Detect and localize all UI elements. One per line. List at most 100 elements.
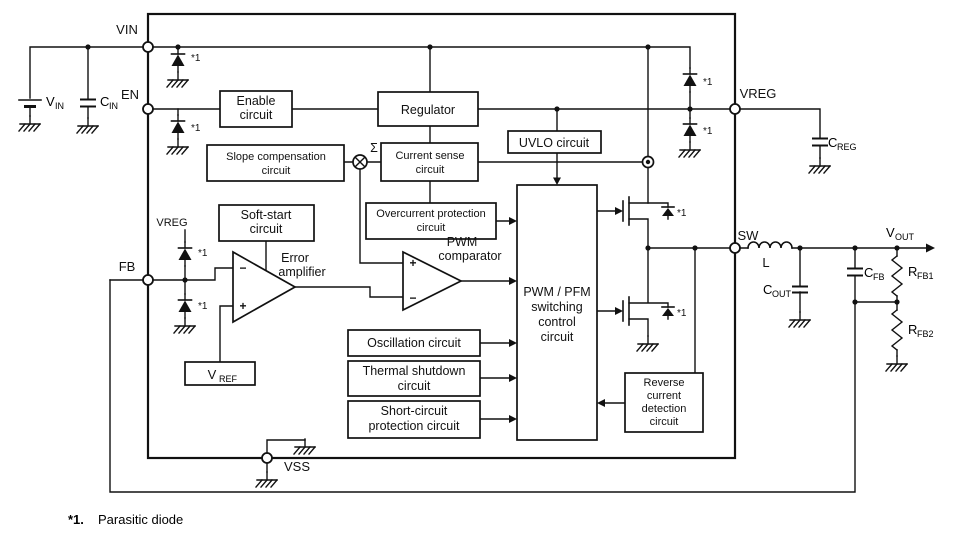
vreg-rail-label: VREG [156, 217, 187, 229]
parasitic-ref: *1 [191, 123, 201, 134]
block-label: circuit [262, 165, 291, 177]
creg-label: C [828, 135, 837, 150]
reverse-current-detection-block: Reverse current detection circuit [624, 372, 704, 433]
oscillation-circuit-block: Oscillation circuit [347, 329, 481, 357]
cin-label-sub: IN [109, 101, 118, 111]
block-label: current [647, 390, 681, 402]
rfb2-resistor-symbol [890, 309, 904, 351]
block-label: Reverse [644, 377, 685, 389]
vin-source-symbol [18, 99, 42, 108]
block-label: detection [642, 403, 687, 415]
vin-source-label: V [46, 94, 55, 109]
cout-label: C [763, 282, 772, 297]
minus-sign: − [409, 291, 416, 305]
regulator-block: Regulator [377, 91, 479, 127]
ground-icon [76, 117, 99, 134]
enable-circuit-block: Enable circuit [219, 90, 293, 128]
high-side-mosfet-symbol [622, 196, 675, 226]
low-side-mosfet-symbol [622, 296, 675, 326]
footnote-ref: *1. [68, 512, 84, 527]
block-label: control [538, 315, 576, 329]
parasitic-diode-icon [177, 241, 193, 267]
block-label: Slope compensation [226, 151, 326, 163]
block-label: V [208, 367, 217, 382]
parasitic-diode-icon [682, 117, 698, 143]
pwm-comparator-symbol: + − [402, 250, 463, 312]
vout-label-sub: OUT [895, 232, 915, 242]
signal-arrows [509, 177, 935, 423]
component-labels: V IN C IN C REG L C OUT C FB R FB1 R FB2… [46, 94, 934, 339]
plus-sign: + [409, 256, 416, 270]
block-label: Soft-start [241, 208, 292, 222]
block-label: Thermal shutdown [363, 364, 466, 378]
sw-pin-label: SW [738, 228, 760, 243]
block-label: circuit [240, 108, 273, 122]
short-circuit-protection-block: Short-circuit protection circuit [347, 400, 481, 439]
block-label: circuit [541, 330, 574, 344]
ground-icon [885, 355, 908, 372]
slope-compensation-block: Slope compensation circuit [206, 144, 345, 182]
ground-icon [173, 317, 196, 334]
parasitic-ref-marks: *1 *1 *1 *1 *1 *1 *1 *1 [191, 53, 713, 319]
error-amplifier-symbol: − + [232, 250, 297, 324]
rfb1-resistor-symbol [890, 255, 904, 297]
cfb-capacitor-symbol [847, 267, 863, 277]
soft-start-block: Soft-start circuit [218, 204, 315, 242]
pin-fb [142, 274, 154, 286]
vss-pin-label: VSS [284, 459, 310, 474]
overcurrent-protection-block: Overcurrent protection circuit [365, 202, 497, 240]
parasitic-ref: *1 [703, 77, 713, 88]
parasitic-ref: *1 [703, 126, 713, 137]
cin-capacitor-symbol [80, 98, 96, 108]
block-label: UVLO circuit [519, 136, 590, 150]
vreg-pin-label: VREG [740, 86, 777, 101]
block-label-sub: REF [219, 374, 238, 384]
vout-label: V [886, 225, 895, 240]
parasitic-diode-icon [170, 47, 186, 73]
cin-label: C [100, 94, 109, 109]
cfb-label-sub: FB [873, 272, 885, 282]
rfb1-label: R [908, 264, 917, 279]
cfb-label: C [864, 265, 873, 280]
ground-icon [636, 335, 659, 352]
parasitic-ref: *1 [191, 53, 201, 64]
block-label: Short-circuit [381, 404, 448, 418]
minus-sign: − [239, 261, 246, 275]
parasitic-ref: *1 [198, 248, 208, 259]
parasitic-diode-icon [170, 114, 186, 140]
block-label: Overcurrent protection [376, 208, 485, 220]
ground-icon [18, 115, 41, 132]
pin-sw [729, 242, 741, 254]
sigma-symbol: Σ [370, 141, 378, 155]
summing-node-icon [352, 154, 368, 170]
inductor-label: L [762, 255, 769, 270]
rfb2-label: R [908, 322, 917, 337]
wiring [29, 46, 928, 493]
vref-block: V REF [184, 361, 256, 386]
pin-vss [261, 452, 273, 464]
block-label: circuit [650, 416, 679, 428]
block-label: circuit [416, 164, 445, 176]
rfb1-label-sub: FB1 [917, 271, 934, 281]
block-label: circuit [398, 379, 431, 393]
inductor-symbol [747, 241, 793, 249]
uvlo-circuit-block: UVLO circuit [507, 130, 602, 154]
plus-sign: + [239, 299, 246, 313]
pwm-comparator-label: comparator [438, 249, 501, 263]
error-amp-label: Error [281, 251, 309, 265]
block-label: protection circuit [368, 419, 460, 433]
creg-capacitor-symbol [812, 137, 828, 147]
vin-source-label-sub: IN [55, 101, 64, 111]
block-label: Enable [237, 94, 276, 108]
sense-node-icon [641, 155, 655, 169]
pwm-comparator-label: PWM [447, 235, 478, 249]
parasitic-diode-icon [177, 293, 193, 319]
block-label: circuit [417, 222, 446, 234]
current-sense-block: Current sense circuit [380, 142, 479, 182]
block-label: PWM / PFM [523, 285, 590, 299]
parasitic-ref: *1 [677, 308, 687, 319]
vin-pin-label: VIN [116, 22, 138, 37]
block-label: Oscillation circuit [367, 336, 461, 350]
